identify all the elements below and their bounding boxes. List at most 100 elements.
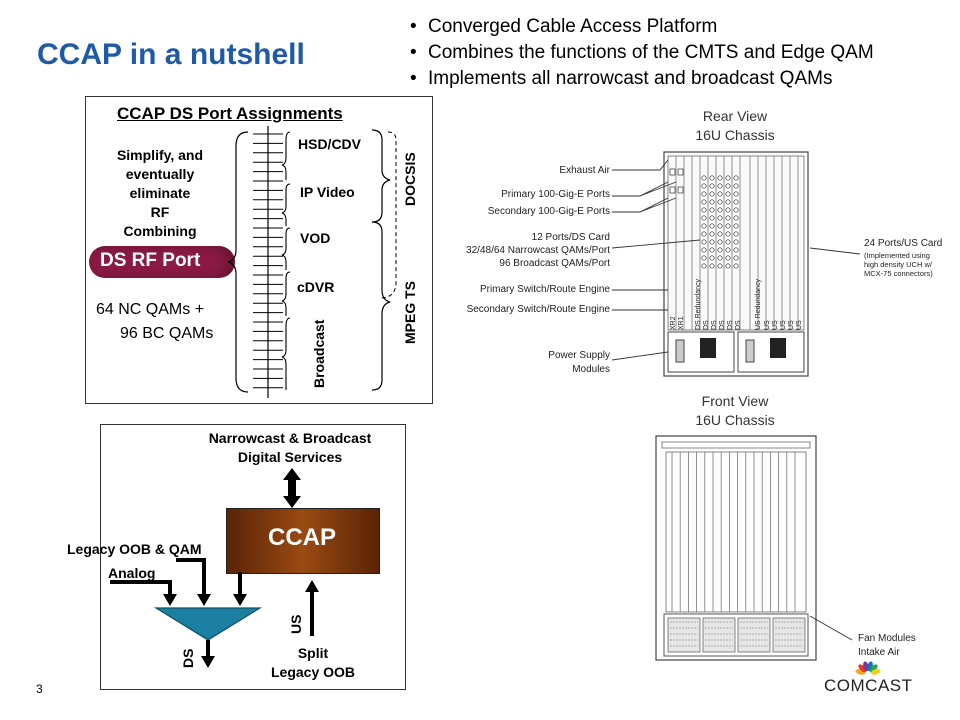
legacy-arrow-head bbox=[197, 594, 211, 606]
rear-callout-lines bbox=[611, 159, 861, 361]
port-dot bbox=[717, 239, 723, 245]
port-dot bbox=[709, 247, 715, 253]
us-card-note: high density UCH w/ bbox=[864, 260, 932, 269]
rear-heading-line: 16U Chassis bbox=[695, 127, 775, 143]
split-line: Split bbox=[297, 645, 329, 661]
split-line: Legacy OOB bbox=[270, 664, 356, 680]
port-dot bbox=[701, 183, 707, 189]
port-dot bbox=[709, 231, 715, 237]
optical-port bbox=[677, 168, 684, 176]
segment-brace bbox=[281, 183, 291, 226]
segment-brace bbox=[281, 317, 291, 390]
port-dot bbox=[725, 255, 731, 261]
segment-label-cdvr: cDVR bbox=[297, 279, 335, 295]
segment-label-vod: VOD bbox=[300, 230, 331, 246]
port-dot bbox=[733, 191, 739, 197]
callout-exhaust-air: Exhaust Air bbox=[559, 165, 610, 176]
simplify-line: eventually bbox=[125, 166, 195, 182]
bidirectional-arrow bbox=[283, 468, 301, 508]
port-dot bbox=[701, 199, 707, 205]
port-dot bbox=[733, 207, 739, 213]
front-callout-line: Fan Modules bbox=[858, 633, 916, 644]
front-view-heading: Front View 16U Chassis bbox=[670, 392, 800, 430]
analog-label: Analog bbox=[108, 565, 156, 581]
simplify-line: RF bbox=[150, 204, 170, 220]
port-dot bbox=[701, 175, 707, 181]
peacock-feather bbox=[870, 669, 881, 675]
docsis-dashed-brace bbox=[379, 131, 397, 299]
port-dot bbox=[717, 263, 723, 269]
port-dot bbox=[717, 191, 723, 197]
simplify-line: Combining bbox=[123, 223, 197, 239]
port-dot bbox=[717, 231, 723, 237]
port-dot bbox=[709, 255, 715, 261]
mpeg-brace bbox=[371, 221, 391, 391]
qams-line: 96 BC QAMs bbox=[120, 325, 214, 342]
front-callout: Fan Modules Intake Air bbox=[858, 632, 916, 660]
ladder-ticks bbox=[253, 133, 283, 389]
split-text: Split Legacy OOB bbox=[250, 644, 376, 682]
us-card-title: 24 Ports/US Card bbox=[864, 238, 943, 249]
optical-port bbox=[669, 168, 676, 176]
front-heading-line: 16U Chassis bbox=[695, 412, 775, 428]
port-dot bbox=[709, 263, 715, 269]
port-dot bbox=[717, 215, 723, 221]
services-text: Narrowcast & Broadcast Digital Services bbox=[190, 429, 390, 467]
port-dot bbox=[709, 183, 715, 189]
port-dot bbox=[725, 223, 731, 229]
segment-brace bbox=[281, 227, 291, 270]
comcast-logo-text: COMCAST bbox=[824, 676, 913, 695]
page-number: 3 bbox=[36, 682, 43, 696]
port-dot bbox=[701, 223, 707, 229]
port-dot bbox=[709, 223, 715, 229]
bullet-item: Implements all narrowcast and broadcast … bbox=[410, 66, 874, 92]
peacock-feather bbox=[869, 664, 878, 673]
port-dot bbox=[701, 215, 707, 221]
port-dot bbox=[733, 247, 739, 253]
port-dot bbox=[701, 207, 707, 213]
port-dot bbox=[725, 191, 731, 197]
services-line: Digital Services bbox=[237, 449, 343, 465]
rear-view-heading: Rear View 16U Chassis bbox=[670, 107, 800, 145]
callout-broadcast-qams: 96 Broadcast QAMs/Port bbox=[499, 258, 610, 269]
bullet-list: Converged Cable Access Platform Combines… bbox=[410, 14, 874, 92]
power-switch bbox=[675, 339, 685, 363]
legacy-label: Legacy OOB & QAM bbox=[67, 541, 202, 557]
segment-brace bbox=[281, 131, 291, 180]
front-heading-line: Front View bbox=[701, 393, 769, 409]
port-dot bbox=[733, 239, 739, 245]
port-dot bbox=[701, 255, 707, 261]
callout-narrowcast-qams: 32/48/64 Narrowcast QAMs/Port bbox=[466, 245, 610, 256]
services-line: Narrowcast & Broadcast bbox=[208, 430, 372, 446]
simplify-line: eliminate bbox=[129, 185, 191, 201]
power-module bbox=[770, 338, 786, 358]
ds-arrow-head bbox=[201, 656, 215, 668]
callout-primary-engine: Primary Switch/Route Engine bbox=[479, 284, 610, 295]
port-dot bbox=[733, 255, 739, 261]
bullet-item: Combines the functions of the CMTS and E… bbox=[410, 40, 874, 66]
legacy-arrow-line bbox=[176, 558, 206, 598]
port-dot bbox=[701, 239, 707, 245]
optical-port bbox=[677, 186, 684, 194]
ds-rf-port-pill bbox=[89, 246, 235, 278]
port-dot bbox=[733, 215, 739, 221]
rear-heading-line: Rear View bbox=[702, 108, 768, 124]
port-dot bbox=[701, 231, 707, 237]
port-dot bbox=[725, 175, 731, 181]
ccap-out-arrow-head bbox=[233, 594, 247, 606]
port-dot bbox=[709, 239, 715, 245]
optical-port bbox=[669, 186, 676, 194]
rear-slot-lines bbox=[675, 156, 799, 330]
front-callout-line: Intake Air bbox=[858, 647, 900, 658]
callout-secondary-engine: Secondary Switch/Route Engine bbox=[466, 304, 610, 315]
port-dot bbox=[717, 175, 723, 181]
simplify-text: Simplify, and eventually eliminate RF Co… bbox=[100, 146, 220, 241]
port-dot bbox=[701, 191, 707, 197]
port-dot bbox=[725, 247, 731, 253]
port-assignments-box bbox=[85, 96, 433, 404]
